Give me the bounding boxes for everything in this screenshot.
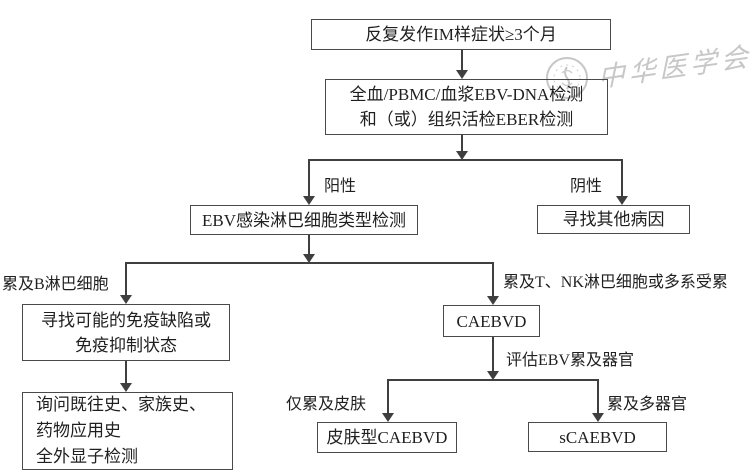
node-other-causes: 寻找其他病因 — [537, 205, 690, 234]
node-ebv-dna-test-line1: 全血/PBMC/血浆EBV-DNA检测 — [349, 85, 584, 104]
connector-negative-branch — [621, 160, 623, 197]
connector-immune-to-history — [125, 361, 127, 384]
connector-lymph-to-split2 — [308, 235, 310, 255]
connector-test-to-split1 — [461, 135, 463, 152]
node-history-workup-line3: 全外显子检测 — [36, 447, 138, 466]
node-history-workup-line2: 药物应用史 — [36, 421, 121, 440]
node-immune-defect: 寻找可能的免疫缺陷或 免疫抑制状态 — [22, 304, 230, 361]
arrowhead-down-icon — [382, 413, 394, 422]
connector-skin-only-branch — [387, 380, 389, 414]
node-caebvd: CAEBVD — [443, 305, 540, 337]
edge-label-t-nk-lymphocyte: 累及T、NK淋巴细胞或多系受累 — [503, 274, 728, 291]
arrowhead-down-icon — [592, 413, 604, 422]
edge-label-assess-organs: 评估EBV累及器官 — [506, 352, 635, 369]
arrowhead-down-icon — [487, 371, 499, 380]
node-im-symptoms: 反复发作IM样症状≥3个月 — [311, 19, 611, 50]
node-skin-caebvd-label: 皮肤型CAEBVD — [326, 428, 448, 447]
arrowhead-down-icon — [303, 254, 315, 263]
connector-multi-organ-branch — [597, 380, 599, 414]
node-history-workup-line1: 询问既往史、家族史、 — [36, 395, 206, 414]
medical-association-seal-icon — [543, 53, 591, 108]
arrowhead-down-icon — [303, 196, 315, 205]
node-history-workup: 询问既往史、家族史、 药物应用史 全外显子检测 — [22, 392, 233, 470]
node-immune-defect-line1: 寻找可能的免疫缺陷或 — [41, 310, 211, 330]
connector-caebvd-to-split3 — [492, 337, 494, 372]
connector-positive-branch — [308, 160, 310, 197]
edge-label-b-lymphocyte: 累及B淋巴细胞 — [2, 276, 109, 293]
edge-label-multi-organ: 累及多器官 — [607, 396, 688, 413]
arrowhead-down-icon — [487, 296, 499, 305]
node-skin-caebvd: 皮肤型CAEBVD — [317, 422, 457, 453]
arrowhead-down-icon — [120, 295, 132, 304]
connector-tnk-branch — [492, 263, 494, 297]
node-other-causes-label: 寻找其他病因 — [562, 210, 665, 229]
node-lymphocyte-typing: EBV感染淋巴细胞类型检测 — [190, 205, 418, 235]
node-lymphocyte-typing-label: EBV感染淋巴细胞类型检测 — [202, 210, 406, 230]
node-ebv-dna-test: 全血/PBMC/血浆EBV-DNA检测 和（或）组织活检EBER检测 — [325, 79, 608, 135]
arrowhead-down-icon — [456, 151, 468, 160]
connector-split3-bar — [387, 379, 599, 381]
connector-bcell-branch — [125, 263, 127, 296]
node-immune-defect-line2: 免疫抑制状态 — [75, 335, 177, 355]
node-im-symptoms-label: 反复发作IM样症状≥3个月 — [365, 25, 557, 44]
node-s-caebvd: sCAEBVD — [528, 422, 667, 452]
arrowhead-down-icon — [120, 383, 132, 392]
connector-split1-bar — [308, 159, 623, 161]
watermark-text: 中华医学会 — [597, 41, 752, 94]
node-s-caebvd-label: sCAEBVD — [559, 427, 636, 447]
arrowhead-down-icon — [456, 70, 468, 79]
edge-label-skin-only: 仅累及皮肤 — [286, 396, 367, 413]
connector-im-to-test — [461, 50, 463, 71]
connector-split2-bar — [125, 262, 494, 264]
arrowhead-down-icon — [616, 196, 628, 205]
edge-label-positive: 阳性 — [324, 178, 357, 195]
node-caebvd-label: CAEBVD — [456, 311, 527, 331]
node-ebv-dna-test-line2: 和（或）组织活检EBER检测 — [359, 110, 574, 129]
edge-label-negative: 阴性 — [570, 178, 603, 195]
